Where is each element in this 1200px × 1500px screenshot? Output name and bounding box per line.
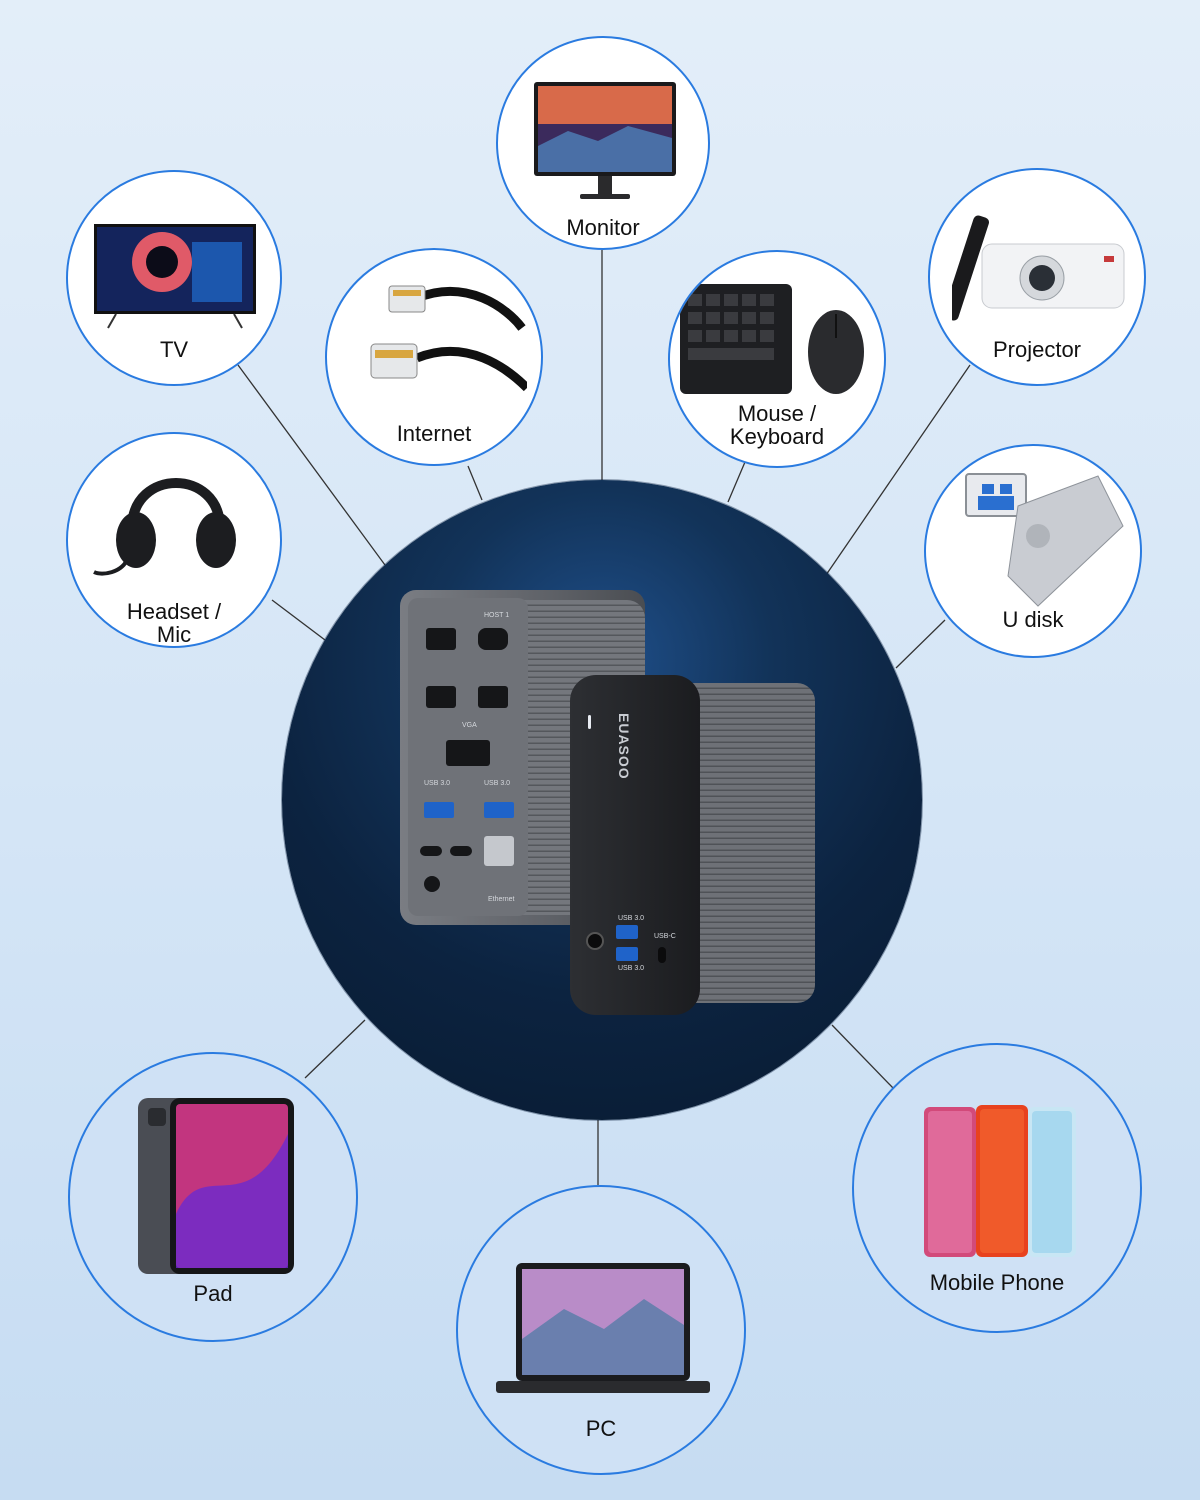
device-label-phone: Mobile Phone [929,1270,1065,1295]
device-node-udisk: U disk [924,444,1142,658]
vga-port-icon [446,740,490,766]
device-label-headset: Headset / Mic [126,599,222,647]
device-node-phone: Mobile Phone [852,1043,1142,1333]
tablet-icon [138,1098,294,1274]
usb-a-port-icon [424,802,454,818]
link-phone [831,1024,894,1089]
front-usb-a-2-icon [616,947,638,961]
device-label-pad: Pad [193,1281,233,1306]
brand-logo: EUASOO [616,713,632,780]
hdmi-port-icon [426,628,456,650]
device-label-pc: PC [585,1416,617,1441]
keyboard-mouse-icon [680,284,864,394]
link-headset [271,599,326,641]
ethernet-label: Ethernet [488,896,515,903]
device-label-projector: Projector [992,337,1082,362]
device-node-internet: Internet [325,248,543,466]
link-projector [825,364,971,576]
device-node-pc: PC [456,1185,746,1475]
dock-front-fins [690,683,815,1003]
usbc-port-icon [420,846,442,856]
device-node-pad: Pad [68,1052,358,1342]
power-led-icon [588,715,591,729]
tv-icon [94,224,256,329]
front-usb-a-icon [616,925,638,939]
link-internet [467,465,483,501]
dock-rear-port-panel: HOST 1 VGA USB 3.0 USB 3.0 Ethernet [408,598,528,916]
device-label-tv: TV [159,337,189,362]
monitor-icon [534,82,676,199]
device-label-internet: Internet [396,421,472,446]
link-udisk [895,619,946,669]
hdmi-port-2-icon [426,686,456,708]
device-label-udisk: U disk [1002,607,1064,632]
laptop-icon [496,1263,710,1393]
front-usbc-port-icon [658,947,666,963]
usb-a-port-2-icon [484,802,514,818]
dc-jack-icon [424,876,440,892]
hdmi-port-3-icon [478,686,508,708]
front-usbc-label: USB-C [654,933,676,940]
usb-drive-icon [965,473,1124,607]
vga-label: VGA [462,722,477,729]
host1-label: HOST 1 [484,612,510,619]
usb30-right-label: USB 3.0 [484,780,511,787]
ethernet-port-icon [484,836,514,866]
link-mouse-keyboard [727,461,746,503]
ethernet-cable-icon [370,285,527,392]
link-pad [304,1019,366,1079]
dock-front-unit: EUASOO USB 3.0 USB 3.0 USB-C [570,675,815,1015]
device-node-headset: Headset / Mic [66,432,282,648]
audio-jack-icon [586,932,604,950]
dock-front-face: EUASOO USB 3.0 USB 3.0 USB-C [570,675,700,1015]
usb30-left-label: USB 3.0 [424,780,451,787]
device-node-monitor: Monitor [496,36,710,250]
device-label-mouse-keyboard: Mouse / Keyboard [729,401,825,449]
smartphone-icon [924,1105,1076,1257]
headset-icon [93,478,236,576]
front-usb-top-label: USB 3.0 [618,915,645,922]
front-usb-bottom-label: USB 3.0 [618,965,645,972]
device-node-tv: TV [66,170,282,386]
device-label-monitor: Monitor [566,215,640,240]
power-port-icon [450,846,472,856]
usbc-host-port-icon [478,628,508,650]
link-tv [237,364,386,566]
projector-icon [952,215,1125,321]
device-node-projector: Projector [928,168,1146,386]
device-node-mouse-keyboard: Mouse / Keyboard [668,250,886,468]
